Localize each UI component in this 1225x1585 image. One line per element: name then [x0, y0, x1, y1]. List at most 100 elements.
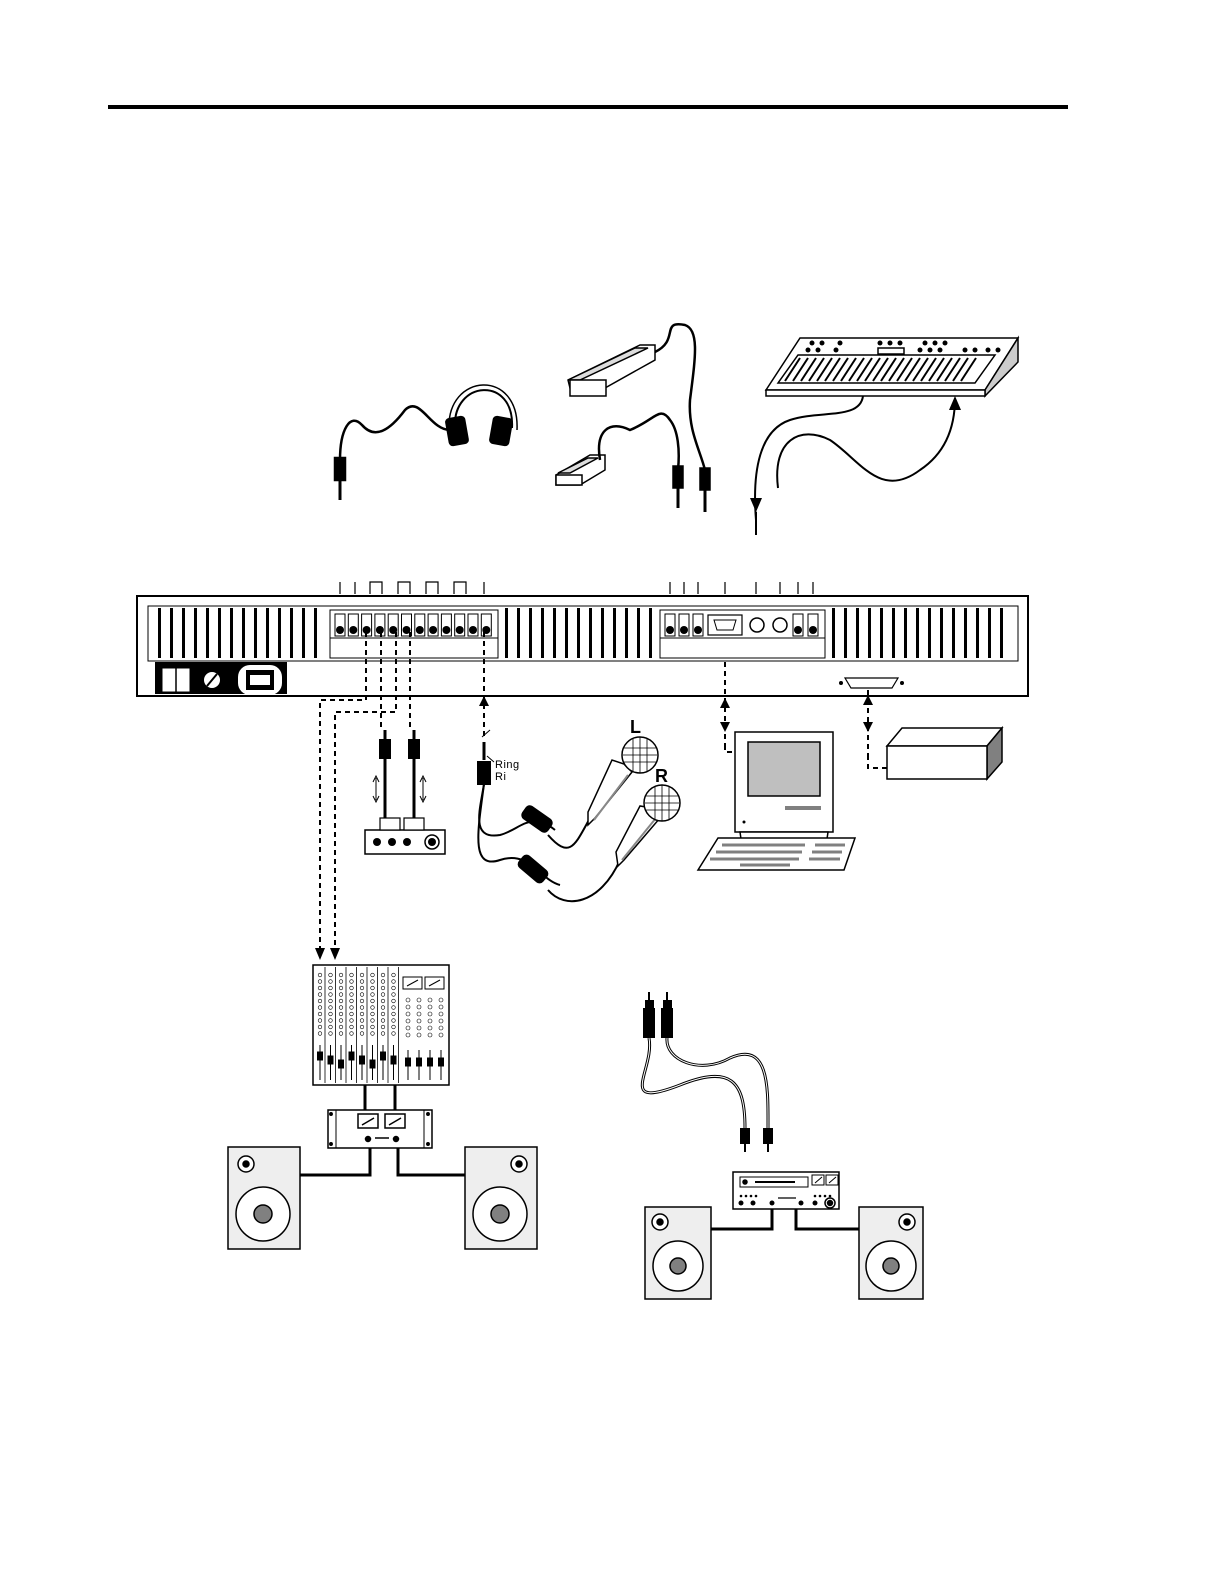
- stereo-receiver: [733, 1172, 839, 1209]
- mic-right-label: R: [655, 766, 668, 786]
- computer-link: [725, 745, 735, 752]
- master-knob: [417, 1026, 421, 1030]
- strip-knob: [392, 999, 396, 1003]
- speaker-wires-left: [300, 1148, 465, 1175]
- jack: [809, 626, 817, 634]
- strip-knob: [318, 993, 322, 997]
- strip-knob: [392, 986, 396, 990]
- vent-slot: [928, 608, 931, 658]
- strip-knob: [392, 1032, 396, 1036]
- strip-knob: [339, 999, 343, 1003]
- vent-slot: [1000, 608, 1003, 658]
- vent-slot: [952, 608, 955, 658]
- strip-knob: [371, 1032, 375, 1036]
- midi-out-port: [773, 618, 787, 632]
- strip-knob: [329, 1012, 333, 1016]
- strip-knob: [381, 1025, 385, 1029]
- strip-knob: [360, 1032, 364, 1036]
- scsi-link: [868, 755, 887, 768]
- vent-slot: [302, 608, 305, 658]
- strip-knob: [371, 1012, 375, 1016]
- jack-markers: [340, 582, 813, 594]
- strip-knob: [350, 1025, 354, 1029]
- strip-knob: [318, 1032, 322, 1036]
- vent-slot: [529, 608, 532, 658]
- strip-knob: [329, 1032, 333, 1036]
- strip-knob: [318, 980, 322, 984]
- strip-knob: [318, 986, 322, 990]
- master-knob: [406, 1026, 410, 1030]
- vent-slot: [601, 608, 604, 658]
- jack: [469, 626, 477, 634]
- computer: [698, 732, 855, 870]
- strip-knob: [381, 986, 385, 990]
- vent-slot: [589, 608, 592, 658]
- strip-knob: [381, 1032, 385, 1036]
- stereo-microphones: [478, 730, 680, 901]
- master-knob: [428, 1019, 432, 1023]
- vent-slot: [637, 608, 640, 658]
- vent-slot: [964, 608, 967, 658]
- jack: [336, 626, 344, 634]
- strip-knob: [371, 1019, 375, 1023]
- vent-slot: [649, 608, 652, 658]
- strip-knob: [329, 1006, 333, 1010]
- mic-left-label: L: [630, 717, 641, 737]
- vent-slot: [832, 608, 835, 658]
- master-knob: [406, 998, 410, 1002]
- jack: [416, 626, 424, 634]
- strip-knob: [329, 980, 333, 984]
- strip-knob: [339, 980, 343, 984]
- strip-knob: [360, 1019, 364, 1023]
- vent-slot: [613, 608, 616, 658]
- mixer: [313, 965, 449, 1085]
- scsi-drive: [887, 728, 1002, 779]
- fader: [381, 1052, 386, 1060]
- vent-slot: [916, 608, 919, 658]
- effects-loop: [365, 730, 445, 854]
- vent-slot: [158, 608, 161, 658]
- speaker-left-b: [465, 1147, 537, 1249]
- strip-knob: [350, 993, 354, 997]
- sustain-pedal: [568, 324, 710, 512]
- strip-knob: [350, 1012, 354, 1016]
- vent-slot: [565, 608, 568, 658]
- master-knob: [417, 1012, 421, 1016]
- fader: [370, 1060, 375, 1068]
- strip-knob: [392, 1019, 396, 1023]
- master-knob: [417, 1005, 421, 1009]
- vent-slot: [182, 608, 185, 658]
- midi-cables: [750, 396, 961, 535]
- vent-slot: [194, 608, 197, 658]
- strip-knob: [329, 999, 333, 1003]
- strip-knob: [339, 986, 343, 990]
- master-knob: [417, 998, 421, 1002]
- vent-slot: [541, 608, 544, 658]
- strip-knob: [329, 1025, 333, 1029]
- strip-knob: [371, 986, 375, 990]
- vent-slot: [505, 608, 508, 658]
- strip-knob: [392, 1006, 396, 1010]
- vent-slot: [868, 608, 871, 658]
- jack: [794, 626, 802, 634]
- foot-switch: [556, 414, 683, 508]
- strip-knob: [371, 1025, 375, 1029]
- vent-slot: [844, 608, 847, 658]
- jack: [694, 626, 702, 634]
- strip-knob: [339, 1012, 343, 1016]
- master-knob: [428, 1005, 432, 1009]
- vent-slot: [553, 608, 556, 658]
- master-knob: [439, 1026, 443, 1030]
- strip-knob: [329, 986, 333, 990]
- vent-slot: [856, 608, 859, 658]
- master-knob: [406, 1019, 410, 1023]
- jack: [442, 626, 450, 634]
- serial-port: [708, 615, 742, 635]
- strip-knob: [381, 993, 385, 997]
- jack: [376, 626, 384, 634]
- fader: [339, 1060, 344, 1068]
- jack: [680, 626, 688, 634]
- strip-knob: [371, 973, 375, 977]
- strip-knob: [371, 1006, 375, 1010]
- master-knob: [406, 1033, 410, 1037]
